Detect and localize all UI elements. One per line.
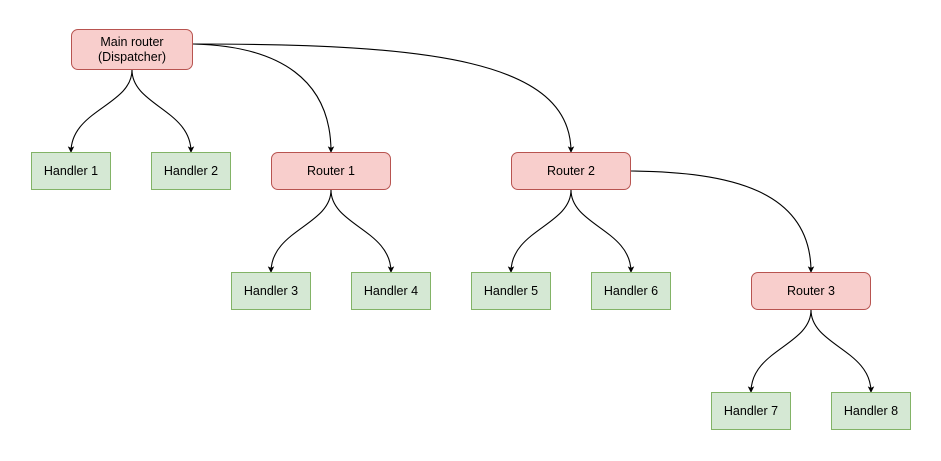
- node-router1-label: Router 1: [307, 163, 355, 178]
- node-handler8-label: Handler 8: [843, 403, 899, 418]
- node-handler6-label: Handler 6: [603, 283, 659, 298]
- node-handler4-label: Handler 4: [363, 283, 419, 298]
- node-handler2-label: Handler 2: [163, 163, 219, 178]
- node-handler6[interactable]: Handler 6: [591, 272, 671, 310]
- node-handler5[interactable]: Handler 5: [471, 272, 551, 310]
- edge-main-to-router1: [192, 43, 335, 153]
- node-handler2[interactable]: Handler 2: [151, 152, 231, 190]
- node-router2[interactable]: Router 2: [511, 152, 631, 190]
- node-handler5-label: Handler 5: [483, 283, 539, 298]
- node-handler3[interactable]: Handler 3: [231, 272, 311, 310]
- edge-main-to-handler1: [67, 69, 133, 153]
- node-router3-label: Router 3: [787, 283, 835, 298]
- node-handler8[interactable]: Handler 8: [831, 392, 911, 430]
- edge-main-to-handler2: [131, 69, 195, 153]
- edge-router3-to-handler7: [747, 309, 812, 393]
- edges-group: [67, 43, 875, 393]
- node-main-label: Main router (Dispatcher): [97, 34, 167, 64]
- edge-main-to-router2: [192, 43, 575, 153]
- edge-router2-to-router3: [630, 170, 815, 273]
- edge-router2-to-handler5: [507, 189, 572, 273]
- node-router1[interactable]: Router 1: [271, 152, 391, 190]
- edge-router2-to-handler6: [570, 189, 635, 273]
- node-handler1[interactable]: Handler 1: [31, 152, 111, 190]
- node-handler4[interactable]: Handler 4: [351, 272, 431, 310]
- edge-router3-to-handler8: [810, 309, 875, 393]
- node-router3[interactable]: Router 3: [751, 272, 871, 310]
- edge-router1-to-handler3: [267, 189, 332, 273]
- node-handler1-label: Handler 1: [43, 163, 99, 178]
- node-router2-label: Router 2: [547, 163, 595, 178]
- node-handler7[interactable]: Handler 7: [711, 392, 791, 430]
- edge-router1-to-handler4: [330, 189, 395, 273]
- node-main[interactable]: Main router (Dispatcher): [71, 29, 193, 70]
- node-handler7-label: Handler 7: [723, 403, 779, 418]
- node-handler3-label: Handler 3: [243, 283, 299, 298]
